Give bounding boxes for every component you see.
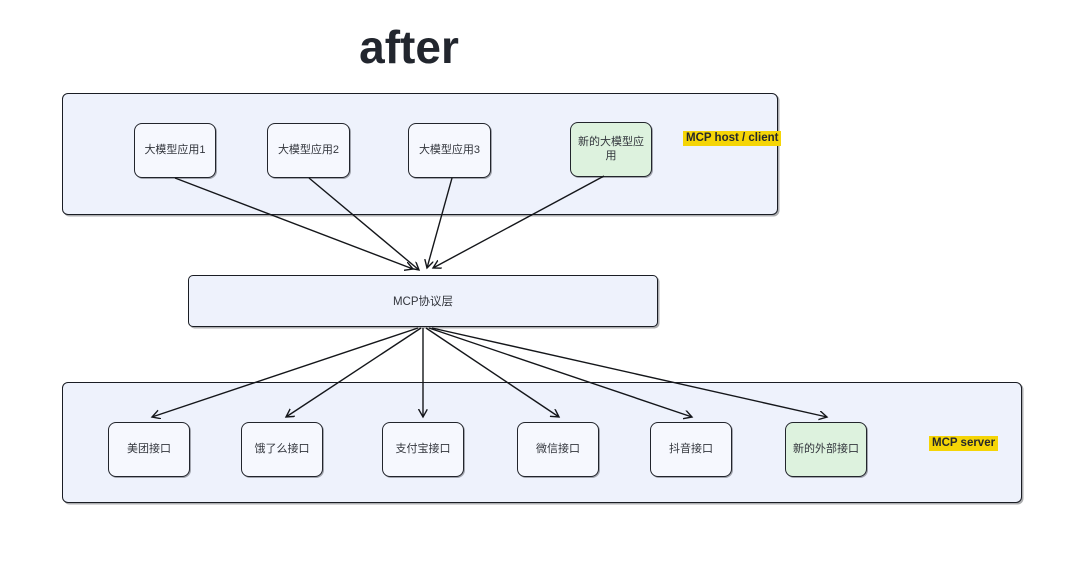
protocol-layer-label: MCP协议层 [392, 296, 454, 308]
app-node-3: 大模型应用3 [408, 123, 491, 178]
api-node-alipay: 支付宝接口 [382, 422, 464, 477]
app-node-2-label: 大模型应用2 [277, 143, 340, 156]
app-node-3-label: 大模型应用3 [418, 143, 481, 156]
api-node-douyin-label: 抖音接口 [669, 442, 713, 455]
api-node-eleme: 饿了么接口 [241, 422, 323, 477]
host-client-label: MCP host / client [683, 131, 782, 146]
diagram-title: after [359, 21, 459, 73]
app-node-new: 新的大模型应用 [570, 122, 652, 177]
app-node-new-label: 新的大模型应用 [578, 136, 644, 162]
app-node-1-label: 大模型应用1 [144, 143, 206, 156]
api-node-new: 新的外部接口 [785, 422, 867, 477]
server-label: MCP server [929, 436, 999, 451]
api-node-new-label: 新的外部接口 [793, 442, 859, 455]
api-node-douyin: 抖音接口 [650, 422, 732, 477]
app-node-1: 大模型应用1 [134, 123, 216, 178]
api-node-wechat: 微信接口 [517, 422, 599, 477]
api-node-meituan-label: 美团接口 [127, 442, 171, 455]
app-node-2: 大模型应用2 [267, 123, 350, 178]
api-node-alipay-label: 支付宝接口 [395, 442, 451, 455]
api-node-eleme-label: 饿了么接口 [254, 442, 310, 455]
api-node-wechat-label: 微信接口 [536, 442, 580, 455]
protocol-layer-box: MCP协议层 [188, 275, 658, 327]
api-node-meituan: 美团接口 [108, 422, 190, 477]
